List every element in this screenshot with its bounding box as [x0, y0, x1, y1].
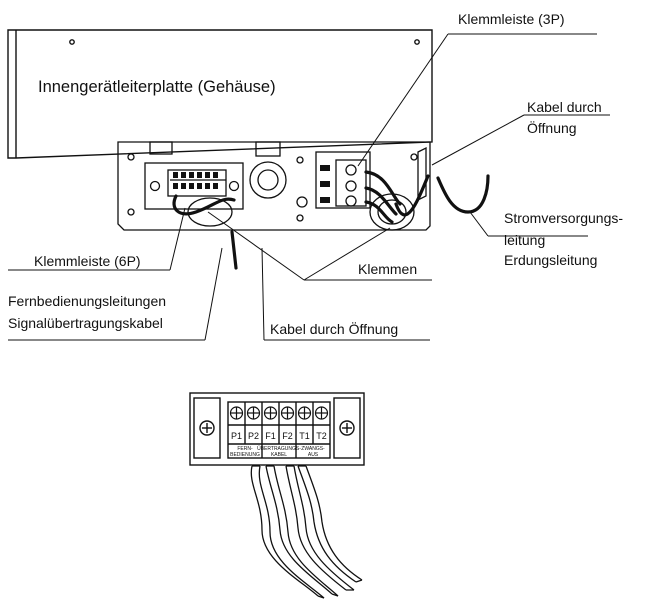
- label-cable-opening-right-2: Öffnung: [527, 119, 577, 136]
- group-forced-off-1: ZWANGS-: [301, 446, 325, 452]
- terminal-label-f1: F1: [265, 431, 276, 441]
- label-cable-opening-right-1: Kabel durch: [527, 99, 602, 115]
- terminal-label-p2: P2: [248, 431, 259, 441]
- group-transmission-1: ÜBERTRAGUNGS-: [257, 445, 301, 452]
- group-forced-off-2: AUS: [308, 452, 319, 458]
- group-transmission-2: KABEL: [271, 452, 287, 458]
- terminal-label-t2: T2: [316, 431, 327, 441]
- label-signal-cable: Signalübertragungskabel: [8, 315, 163, 331]
- terminal-screw-icons: [229, 406, 329, 420]
- board-title: Innengerätleiterplatte (Gehäuse): [38, 78, 276, 96]
- pcb-housing: [7, 29, 433, 159]
- terminal-labels: P1 P2 F1 F2 T1 T2: [231, 431, 327, 441]
- wires-bottom: [250, 465, 363, 599]
- label-cable-opening-bottom: Kabel durch Öffnung: [270, 320, 398, 337]
- electrical-box: [117, 141, 431, 231]
- terminal-block-detail: [189, 392, 365, 466]
- label-remote-lines: Fernbedienungsleitungen: [8, 293, 166, 309]
- mounting-screw-icons: [202, 423, 352, 433]
- terminal-label-t1: T1: [299, 431, 310, 441]
- group-remote-2: BEDIENUNG: [230, 452, 260, 458]
- terminal-group-labels: FERN- BEDIENUNG ÜBERTRAGUNGS- KABEL ZWAN…: [230, 445, 325, 458]
- label-clamps: Klemmen: [358, 261, 417, 277]
- wires-top: [172, 170, 490, 270]
- label-power-supply-1: Stromversorgungs-: [504, 210, 623, 226]
- side-opening: [417, 146, 427, 202]
- label-earth-line: Erdungsleitung: [504, 252, 597, 268]
- label-terminal-3p: Klemmleiste (3P): [458, 11, 565, 27]
- leader-lines: [8, 33, 610, 341]
- terminal-label-f2: F2: [282, 431, 293, 441]
- label-power-supply-2: leitung: [504, 232, 545, 248]
- terminal-6p-screws: [173, 165, 330, 203]
- label-terminal-6p: Klemmleiste (6P): [34, 253, 141, 269]
- terminal-label-p1: P1: [231, 431, 242, 441]
- group-remote-1: FERN-: [237, 446, 253, 452]
